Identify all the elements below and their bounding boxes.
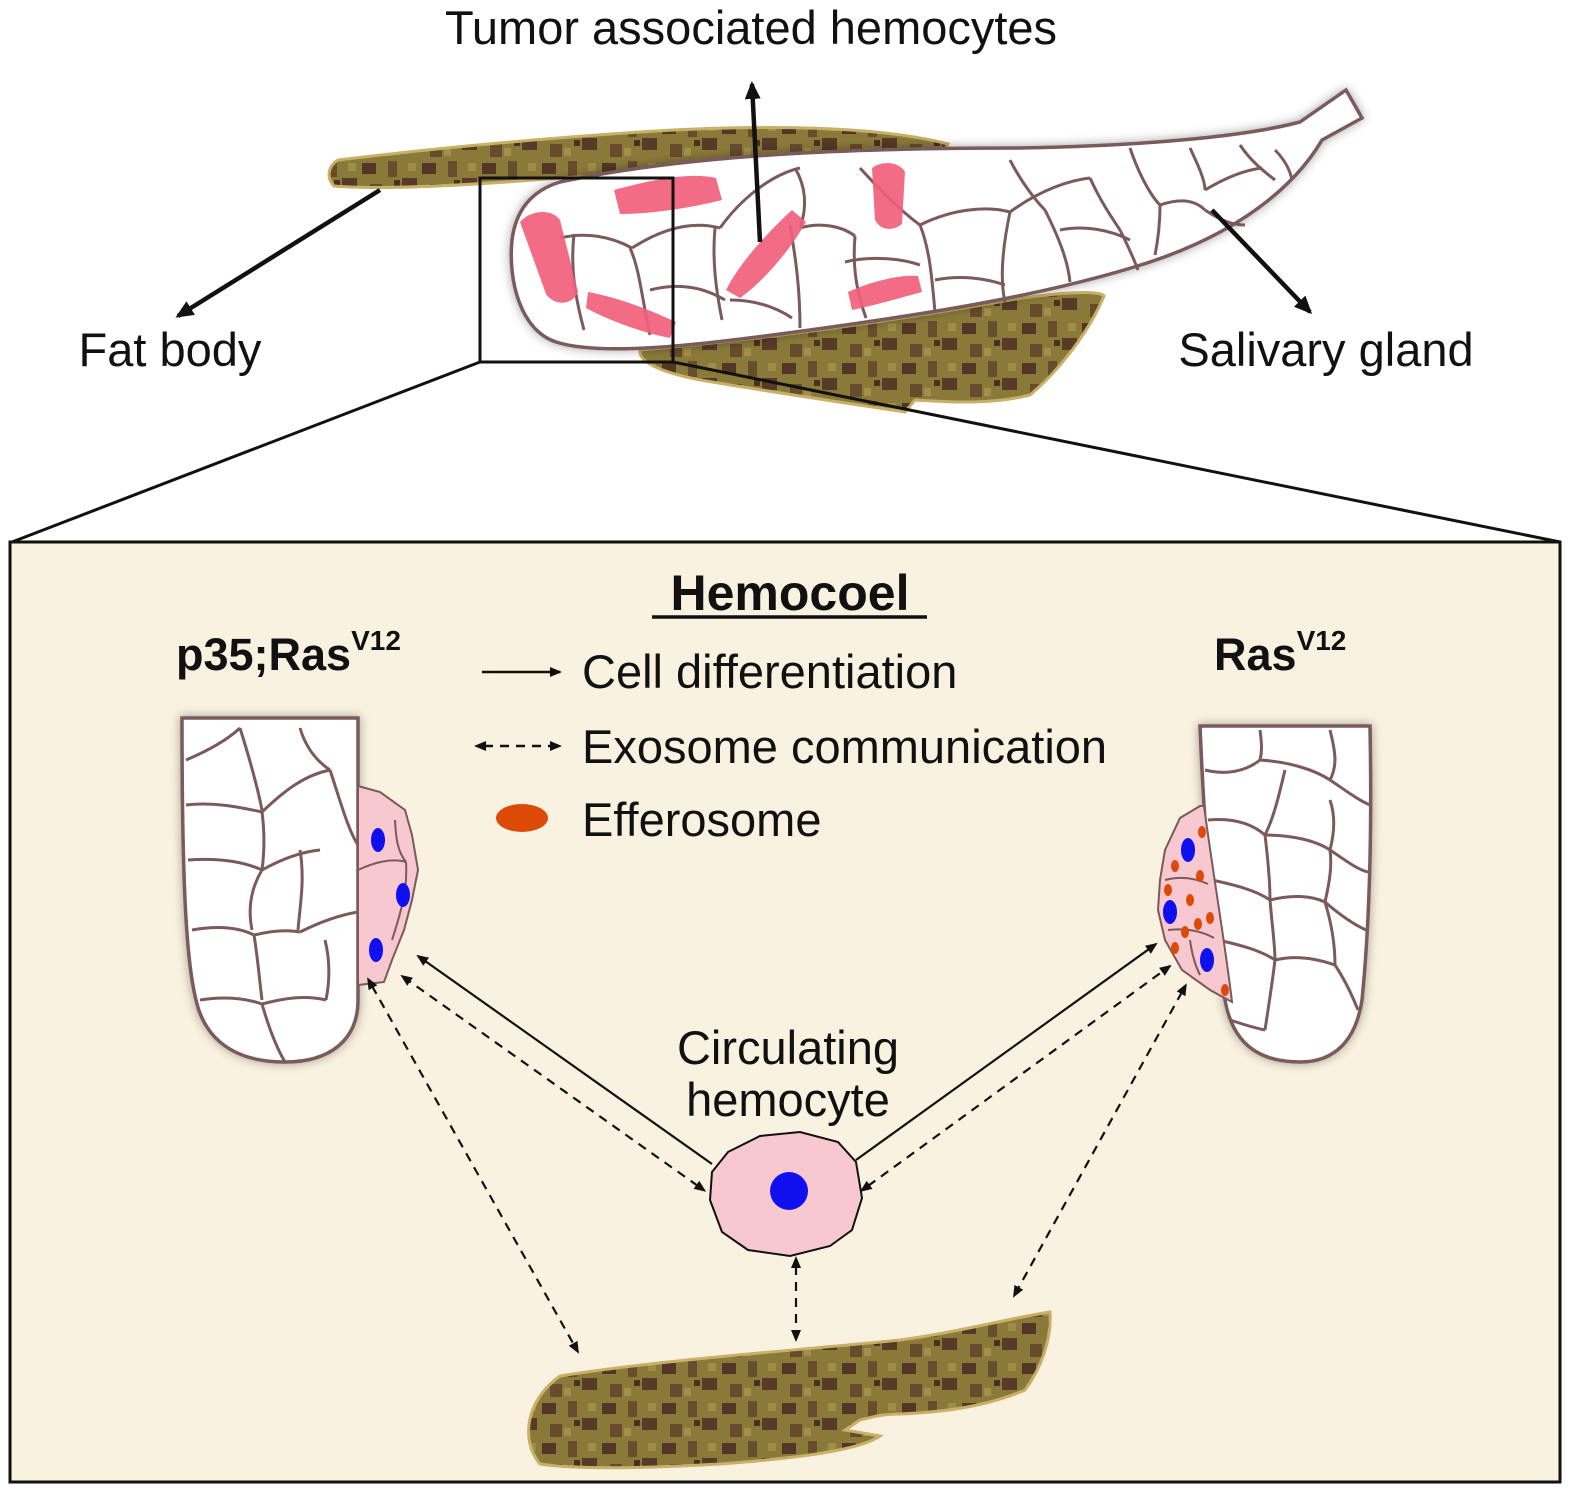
right-nucleus-3 [1200, 948, 1214, 972]
circulating-label-line2: hemocyte [686, 1073, 890, 1126]
right-genotype-main: Ras [1214, 629, 1297, 680]
tumor-hemocytes-label: Tumor associated hemocytes [445, 1, 1057, 54]
salivary-gland-label: Salivary gland [1178, 323, 1473, 376]
tumor-hemocytes [520, 163, 922, 338]
zoom-line-right [672, 360, 1561, 544]
right-genotype-label: RasV12 [1214, 625, 1346, 680]
fat-body-arrow [175, 188, 382, 318]
hemocoel-title: Hemocoel [671, 565, 910, 621]
legend-exosome-communication: Exosome communication [582, 720, 1107, 773]
right-fatbody-exosome-arrow [1013, 983, 1187, 1298]
circulating-hemocyte-nucleus [770, 1172, 808, 1210]
left-fatbody-exosome-arrow [367, 977, 579, 1354]
left-nucleus-1 [371, 828, 385, 852]
right-gland [1156, 724, 1373, 1064]
circulating-hemocyte [708, 1130, 864, 1258]
legend: Cell differentiation Exosome communicati… [474, 645, 1107, 846]
legend-efferosome-icon [496, 804, 548, 832]
legend-cell-differentiation: Cell differentiation [582, 645, 957, 698]
gland-cell-walls [559, 144, 1294, 336]
zoom-box [478, 176, 675, 364]
left-genotype-sup: V12 [351, 625, 401, 656]
zoom-line-left [11, 360, 481, 544]
right-nucleus-1 [1181, 838, 1195, 862]
right-genotype-sup: V12 [1297, 625, 1347, 656]
left-genotype-label: p35;RasV12 [176, 625, 401, 680]
fat-body-label: Fat body [79, 323, 262, 376]
circulating-label-line1: Circulating [677, 1021, 899, 1074]
right-nucleus-2 [1163, 900, 1177, 924]
left-gland [180, 716, 420, 1064]
tumor-hemocytes-arrow [744, 81, 763, 243]
left-nucleus-3 [369, 938, 383, 962]
salivary-gland-arrow [1210, 208, 1313, 315]
fat-body-hemocoel [527, 1310, 1052, 1470]
legend-efferosome: Efferosome [582, 793, 821, 846]
efferosomes [1164, 826, 1229, 996]
hemocoel-arrows [367, 942, 1187, 1354]
left-genotype-main: p35;Ras [176, 629, 351, 680]
left-nucleus-2 [396, 883, 410, 907]
